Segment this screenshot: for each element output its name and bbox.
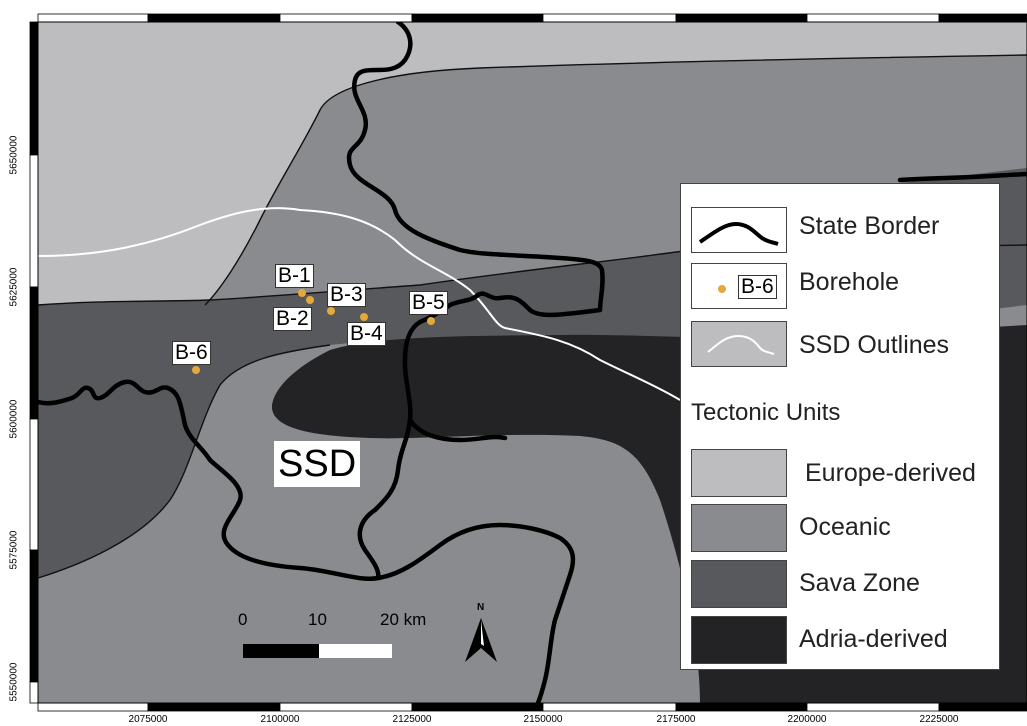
scale-bar-black (243, 644, 319, 658)
state-border-east (407, 417, 508, 443)
ssd-outline (37, 207, 681, 401)
borehole-marker-b-3 (327, 307, 335, 315)
scale-label-0: 0 (238, 610, 248, 629)
frame-segment (411, 702, 544, 712)
y-tick-label: 5600000 (8, 399, 20, 439)
europe-derived-unit (38, 22, 1027, 305)
y-tick-label: 5575000 (8, 530, 20, 570)
frame-segment (29, 549, 39, 683)
frame-segment (29, 21, 39, 156)
legend-label-borehole: Borehole (799, 268, 900, 296)
borehole-label-b1: B-1 (275, 264, 314, 288)
y-tick-label: 5550000 (8, 662, 20, 702)
legend-label-adria: Adria-derived (799, 625, 948, 653)
unit-boundary (204, 54, 1027, 306)
frame-segment (542, 702, 677, 712)
state-border-right (897, 171, 1027, 183)
legend-label-state-border: State Border (799, 212, 940, 240)
legend-label-oceanic: Oceanic (799, 513, 891, 541)
x-tick-label: 2100000 (260, 714, 300, 725)
state-border (35, 19, 605, 582)
ssd-label: SSD (274, 441, 361, 487)
borehole-marker-b-4 (360, 313, 368, 321)
legend-label-sava: Sava Zone (799, 569, 920, 597)
legend-label-europe: Europe-derived (805, 459, 976, 487)
frame-segment (29, 418, 39, 551)
legend-label-ssd-outlines: SSD Outlines (799, 331, 950, 359)
frame-segment (147, 13, 281, 23)
legend-swatch-sava (691, 560, 787, 608)
x-tick-label: 2200000 (787, 714, 827, 725)
legend-section-title: Tectonic Units (691, 399, 841, 426)
frame-segment (29, 154, 39, 288)
borehole-dot-icon: B-6 (691, 263, 787, 309)
frame-segment (542, 13, 677, 23)
borehole-label-b4: B-4 (347, 322, 386, 346)
frame-segment (938, 702, 1027, 712)
frame-segment (147, 702, 281, 712)
state-border-line-icon (691, 207, 787, 253)
frame-segment (938, 13, 1027, 23)
borehole-marker-b-1 (298, 289, 306, 297)
unit-boundary (37, 344, 331, 579)
frame-segment (37, 13, 149, 23)
north-arrow-label: N (477, 602, 485, 613)
frame-segment (675, 702, 808, 712)
frame-segment (411, 13, 544, 23)
x-tick-label: 2225000 (919, 714, 959, 725)
frame-segment (279, 13, 413, 23)
borehole-label-b3: B-3 (327, 283, 366, 307)
borehole-marker-b-6 (192, 366, 200, 374)
map-legend: State Border B-6 Borehole SSD Outlines T… (680, 183, 1000, 670)
frame-segment (279, 702, 413, 712)
frame-segment (806, 702, 940, 712)
frame-segment (675, 13, 808, 23)
frame-border (29, 13, 1027, 712)
x-tick-label: 2125000 (392, 714, 432, 725)
borehole-label-b5: B-5 (409, 291, 448, 315)
borehole-label-b6: B-6 (172, 341, 211, 365)
frame-segment (806, 13, 940, 23)
borehole-marker-b-2 (306, 296, 314, 304)
x-tick-label: 2150000 (523, 714, 563, 725)
scale-label-10: 10 (308, 610, 327, 629)
north-arrow-icon (465, 618, 497, 662)
x-tick-label: 2075000 (128, 714, 168, 725)
legend-borehole-sample: B-6 (738, 275, 777, 299)
legend-swatch-oceanic (691, 504, 787, 552)
legend-swatch-adria (691, 616, 787, 664)
frame-segment (29, 681, 39, 704)
frame-segment (37, 702, 149, 712)
map-frame-outline (37, 21, 1027, 704)
y-tick-label: 5650000 (8, 135, 20, 175)
ssd-outline-icon (691, 321, 787, 367)
frame-segment (29, 286, 39, 420)
y-tick-label: 5625000 (8, 267, 20, 307)
state-border-south (375, 522, 576, 706)
scale-label-20km: 20 km (380, 610, 427, 629)
borehole-label-b2: B-2 (273, 307, 312, 331)
scale-bar-white (319, 644, 392, 658)
legend-swatch-europe (691, 449, 787, 497)
borehole-markers (192, 289, 435, 374)
x-tick-label: 2175000 (656, 714, 696, 725)
scale-bar (243, 644, 392, 658)
borehole-marker-b-5 (427, 317, 435, 325)
